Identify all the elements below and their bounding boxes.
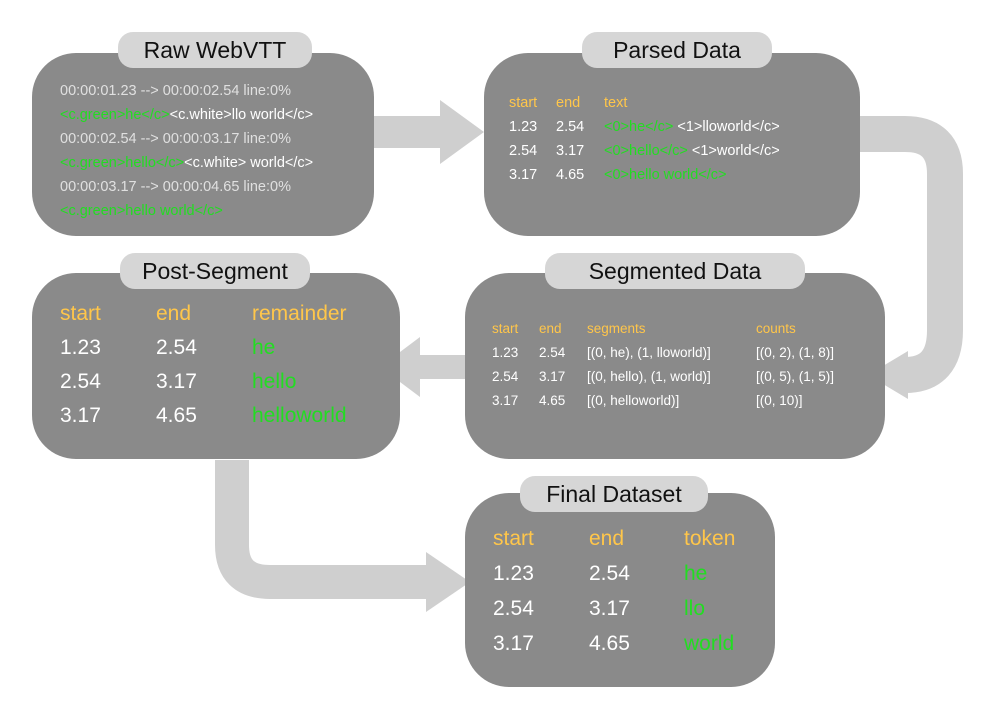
final-dataset-title: Final Dataset [520, 476, 708, 512]
final-header-token: token [684, 527, 736, 550]
final-end: 2.54 [589, 562, 630, 585]
parsed-end: 2.54 [556, 119, 585, 135]
post-segment-title: Post-Segment [120, 253, 310, 289]
final-token: he [684, 562, 708, 585]
parsed-white-text: <1>world</c> [691, 143, 780, 159]
segmented-data-box: start end segments counts 1.23 2.54 [(0,… [465, 273, 885, 459]
raw-line: 00:00:01.23 --> 00:00:02.54 line:0% [60, 83, 291, 99]
final-start: 2.54 [493, 597, 534, 620]
raw-green-text: <c.green>hello</c> [60, 155, 185, 171]
post-end: 2.54 [156, 336, 197, 359]
parsed-white-text: <1>lloworld</c> [677, 119, 780, 135]
post-header-remainder: remainder [252, 302, 347, 325]
parsed-header-text: text [604, 95, 628, 111]
segmented-start: 3.17 [492, 393, 519, 408]
segmented-header-start: start [492, 321, 519, 336]
arrow-parsed-to-segmented [860, 116, 963, 393]
post-start: 2.54 [60, 370, 101, 393]
segmented-segments: [(0, helloworld)] [587, 393, 680, 408]
parsed-header-start: start [509, 95, 538, 111]
post-header-start: start [60, 302, 101, 325]
parsed-green-text: <0>he</c> [604, 119, 674, 135]
segmented-end: 3.17 [539, 369, 566, 384]
final-header-start: start [493, 527, 534, 550]
parsed-header-end: end [556, 95, 581, 111]
parsed-data-box: start end text 1.23 2.54 <0>he</c> <1>ll… [484, 53, 860, 236]
segmented-header-end: end [539, 321, 562, 336]
raw-line: <c.green>hello world</c> [60, 199, 313, 223]
post-segment-box: start end remainder 1.23 2.54 he 2.54 3.… [32, 273, 400, 459]
post-end: 4.65 [156, 404, 197, 427]
segmented-header-segments: segments [587, 321, 646, 336]
raw-white-text: <c.white> world</c> [184, 155, 314, 171]
segmented-header-counts: counts [756, 321, 796, 336]
parsed-text: <0>hello</c> <1>world</c> [604, 139, 780, 163]
parsed-end: 3.17 [556, 143, 585, 159]
raw-webvtt-box: 00:00:01.23 --> 00:00:02.54 line:0% <c.g… [32, 53, 374, 236]
segmented-counts: [(0, 5), (1, 5)] [756, 369, 835, 384]
segmented-end: 2.54 [539, 345, 566, 360]
segmented-counts: [(0, 10)] [756, 393, 803, 408]
segmented-end: 4.65 [539, 393, 566, 408]
final-end: 3.17 [589, 597, 630, 620]
final-token: world [684, 632, 735, 655]
post-remainder: hello [252, 370, 297, 393]
parsed-end: 4.65 [556, 167, 585, 183]
segmented-segments: [(0, hello), (1, world)] [587, 369, 711, 384]
arrow-segmented-to-post [380, 337, 470, 397]
segmented-counts: [(0, 2), (1, 8)] [756, 345, 835, 360]
parsed-text: <0>he</c> <1>lloworld</c> [604, 115, 780, 139]
arrow-post-to-final-head [426, 552, 470, 612]
post-start: 1.23 [60, 336, 101, 359]
raw-line: 00:00:02.54 --> 00:00:03.17 line:0% [60, 131, 291, 147]
post-end: 3.17 [156, 370, 197, 393]
parsed-start: 1.23 [509, 119, 538, 135]
post-start: 3.17 [60, 404, 101, 427]
segmented-segments: [(0, he), (1, lloworld)] [587, 345, 711, 360]
raw-webvtt-content: 00:00:01.23 --> 00:00:02.54 line:0% <c.g… [60, 79, 313, 223]
post-remainder: he [252, 336, 276, 359]
final-dataset-box: start end token 1.23 2.54 he 2.54 3.17 l… [465, 493, 775, 687]
raw-webvtt-title: Raw WebVTT [118, 32, 312, 68]
parsed-start: 3.17 [509, 167, 538, 183]
raw-green-text: <c.green>hello world</c> [60, 203, 223, 219]
raw-green-text: <c.green>he</c> [60, 107, 170, 123]
final-end: 4.65 [589, 632, 630, 655]
segmented-data-title: Segmented Data [545, 253, 805, 289]
arrow-post-to-final [215, 460, 430, 599]
segmented-start: 1.23 [492, 345, 519, 360]
parsed-data-title: Parsed Data [582, 32, 772, 68]
parsed-green-text: <0>hello</c> [604, 143, 688, 159]
raw-line: <c.green>he</c><c.white>llo world</c> [60, 103, 313, 127]
parsed-text: <0>hello world</c> [604, 167, 727, 183]
raw-white-text: <c.white>llo world</c> [169, 107, 314, 123]
segmented-start: 2.54 [492, 369, 519, 384]
post-header-end: end [156, 302, 192, 325]
final-start: 1.23 [493, 562, 534, 585]
arrow-raw-to-parsed [372, 100, 484, 164]
parsed-start: 2.54 [509, 143, 538, 159]
post-remainder: helloworld [252, 404, 347, 427]
final-token: llo [684, 597, 706, 620]
raw-line: 00:00:03.17 --> 00:00:04.65 line:0% [60, 179, 291, 195]
final-header-end: end [589, 527, 625, 550]
raw-line: <c.green>hello</c><c.white> world</c> [60, 151, 313, 175]
arrow-parsed-to-segmented-head [868, 351, 908, 399]
final-start: 3.17 [493, 632, 534, 655]
